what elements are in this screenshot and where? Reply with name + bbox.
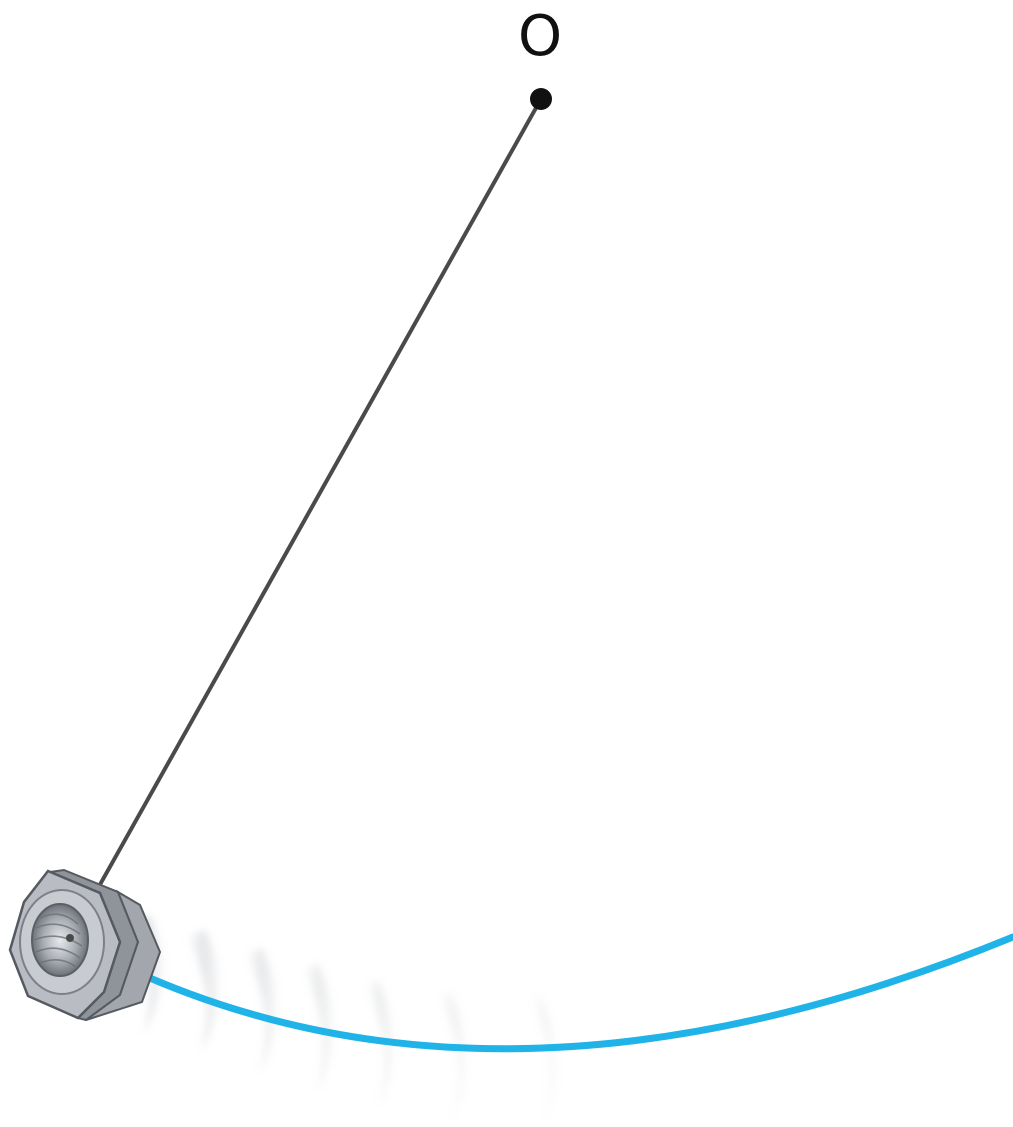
- motion-ghost: [246, 948, 277, 1072]
- motion-trail: [132, 915, 557, 1119]
- hex-nut-icon: [10, 870, 160, 1020]
- motion-ghost: [440, 992, 466, 1118]
- pivot-point-icon: [530, 88, 552, 110]
- pivot-label: O: [518, 4, 562, 69]
- string-attachment-point: [66, 934, 74, 942]
- pendulum-string: [70, 99, 541, 938]
- motion-ghost: [532, 995, 557, 1119]
